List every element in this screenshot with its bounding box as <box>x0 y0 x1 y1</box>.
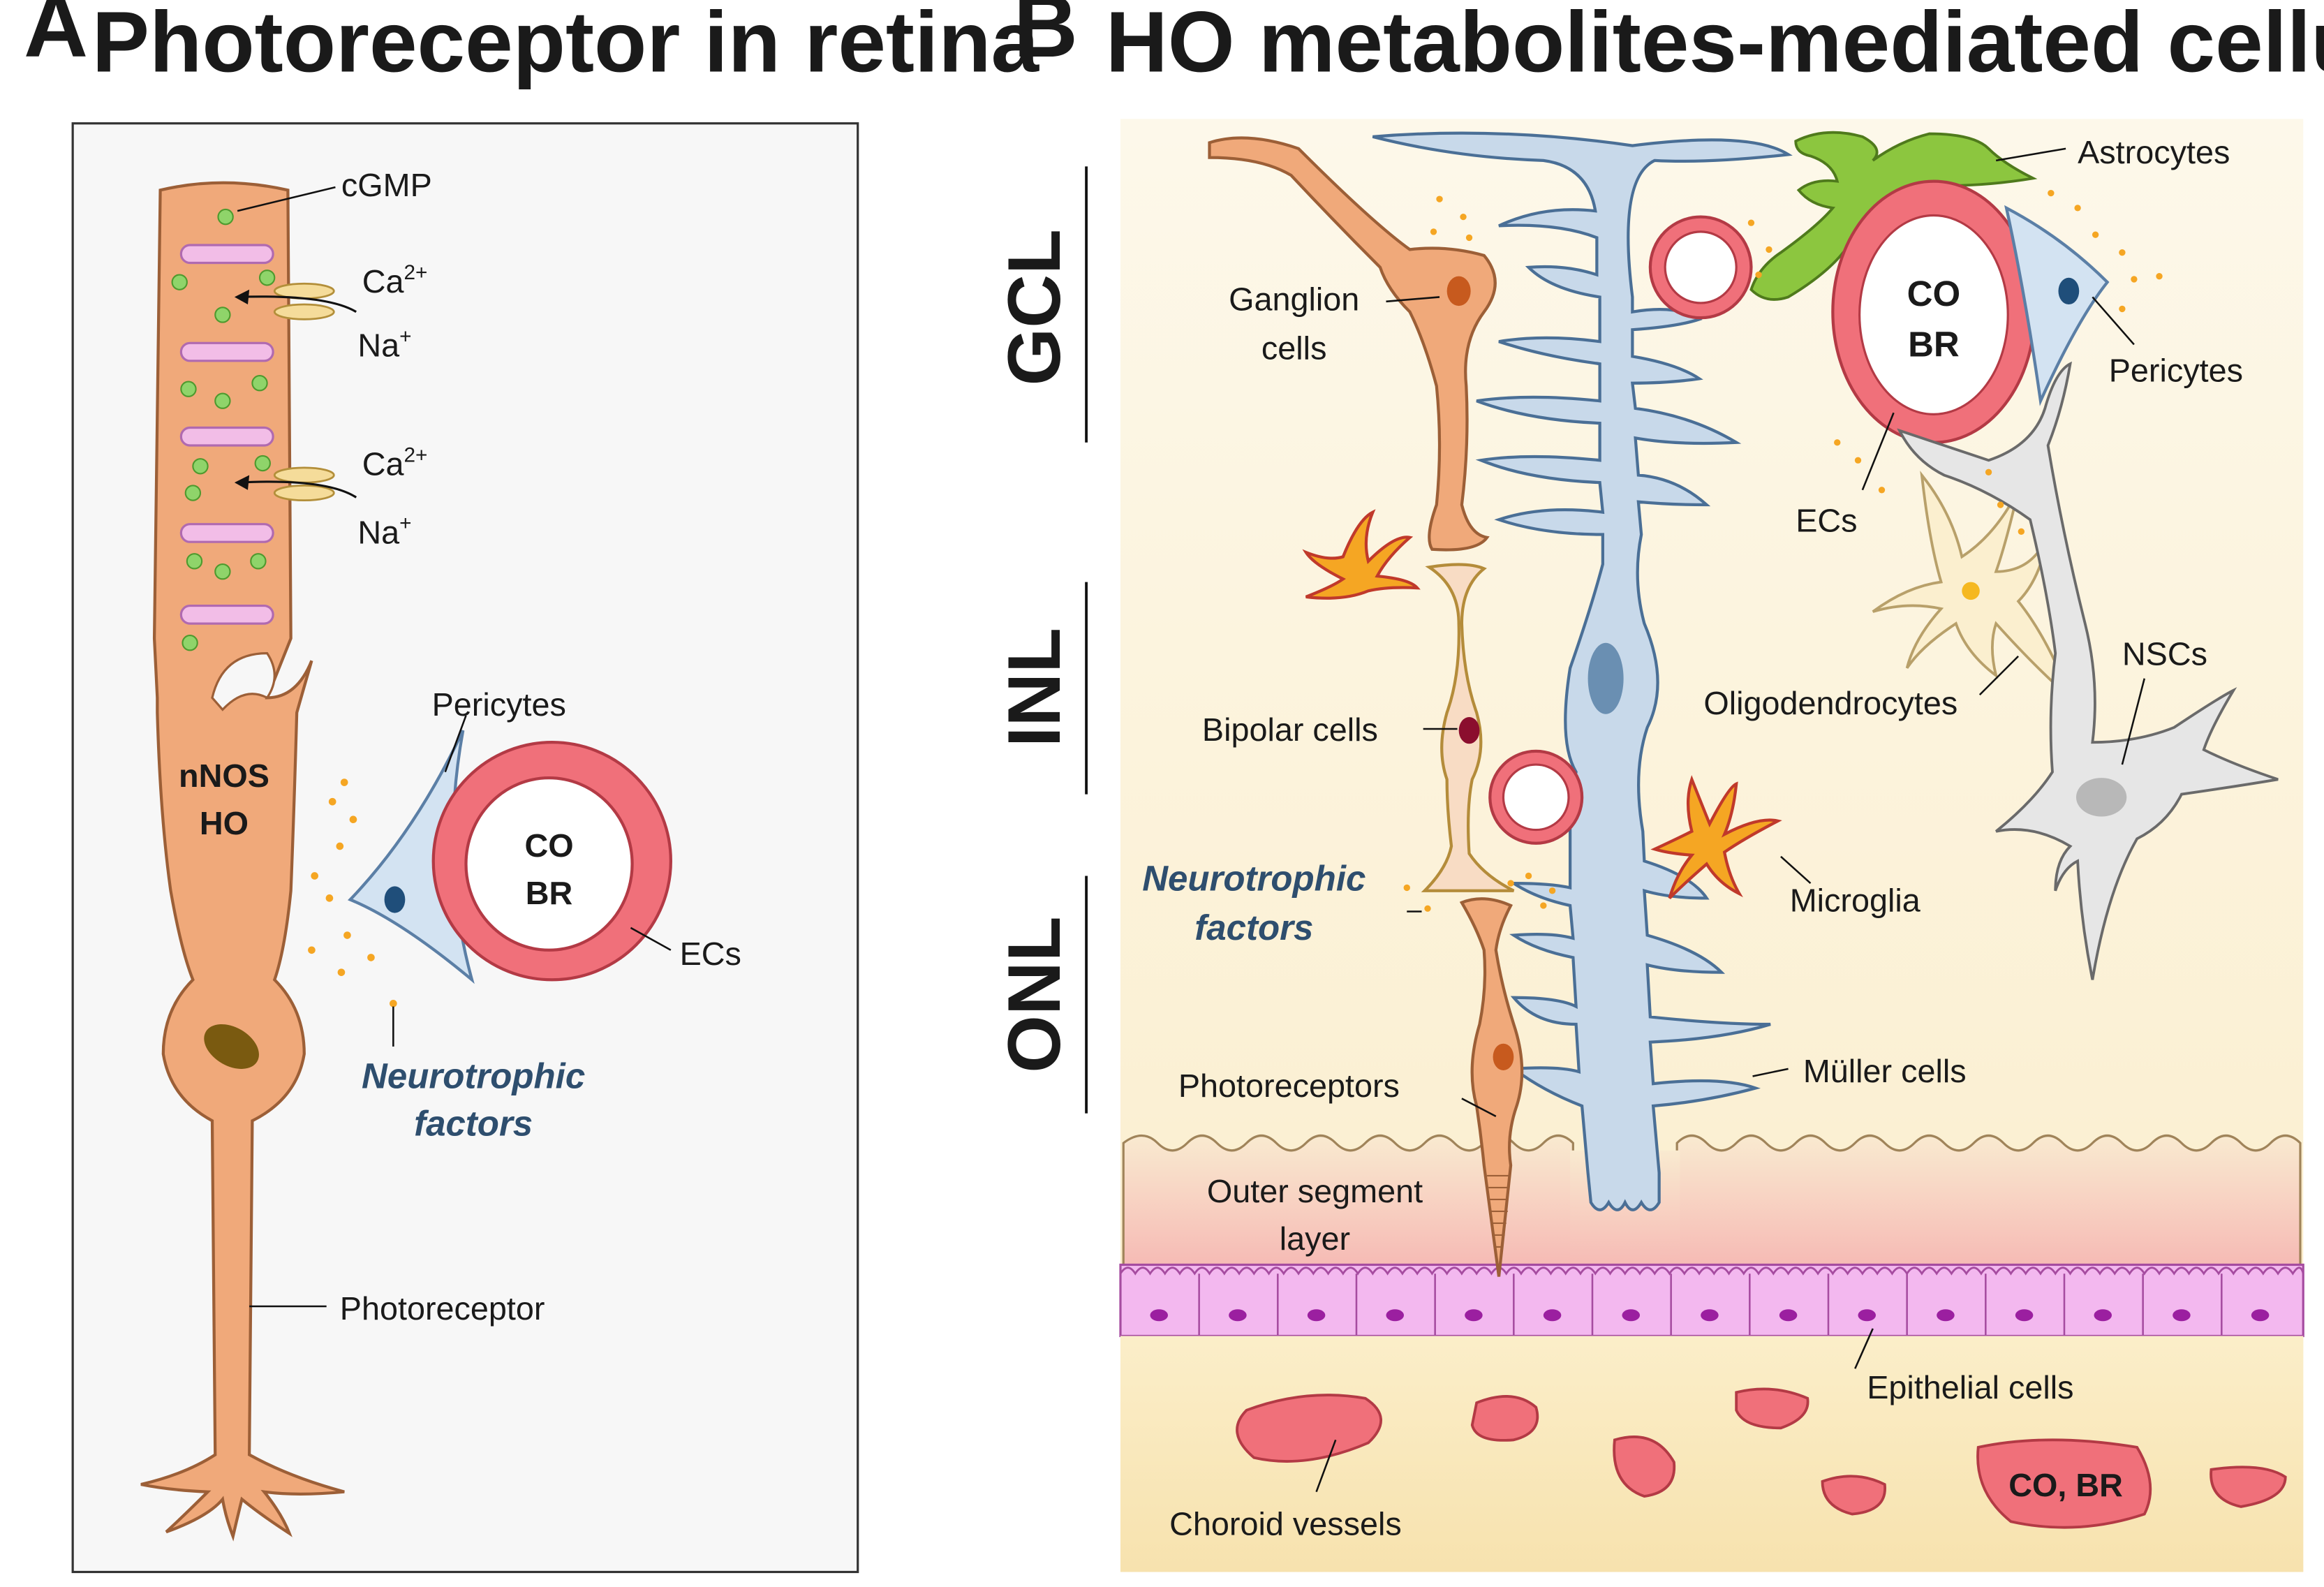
microglia-bottom <box>1650 775 1782 899</box>
choroid-vessels <box>1236 1387 2287 1529</box>
photoreceptor-a-label: Photoreceptor <box>340 1290 545 1327</box>
muller-label: Müller cells <box>1803 1053 1967 1089</box>
ion-arrow-1 <box>237 295 357 313</box>
ca-label-2: Ca2+ <box>362 443 428 482</box>
photoreceptor-cell <box>140 181 345 1542</box>
ecs-a-label: ECs <box>680 936 741 972</box>
ganglion-label-2: cells <box>1261 330 1327 367</box>
neurotrophic-dots-b <box>1403 189 2163 912</box>
vessel-a-lumen <box>464 776 634 952</box>
ganglion-cell <box>1208 136 1497 552</box>
na-label-1: Na+ <box>357 325 411 363</box>
panel-b: B HO metabolites-mediated cellular netwo… <box>993 0 2324 1572</box>
outer-segment-label-2: layer <box>1280 1220 1350 1257</box>
microglia-label: Microglia <box>1790 883 1920 919</box>
oligodendrocyte-nucleus <box>1962 582 1980 600</box>
co-b-label: CO <box>1907 274 1960 313</box>
pericyte-b <box>2004 205 2110 406</box>
bipolar-label: Bipolar cells <box>1202 711 1378 748</box>
ganglion-nucleus <box>1446 276 1471 307</box>
photoreceptor-b-nucleus <box>1493 1043 1514 1070</box>
leaders-b <box>1315 147 2146 1493</box>
ion-channel-2 <box>273 466 335 502</box>
gcl-label: GCL <box>993 229 1076 385</box>
panel-a-letter: A <box>24 0 88 76</box>
pericyte-a-nucleus <box>384 886 406 913</box>
vessel-b-large <box>1831 179 2036 444</box>
ion-arrow-1-head <box>234 289 250 305</box>
nsc-nucleus <box>2075 778 2127 817</box>
neurotrophic-dots-a <box>308 778 397 1007</box>
nsc-cell <box>1897 361 2279 980</box>
ganglion-label-1: Ganglion <box>1229 281 1359 318</box>
cgmp-label: cGMP <box>341 167 432 203</box>
co-br-choroid-label: CO, BR <box>2008 1467 2123 1503</box>
vessel-b-mid <box>1488 749 1584 845</box>
neurotrophic-a-label: Neurotrophic <box>362 1056 585 1095</box>
cgmp-dots <box>171 208 276 651</box>
ecs-b-label: ECs <box>1796 502 1857 538</box>
ion-arrow-2 <box>237 480 357 499</box>
factors-b-label: factors <box>1194 908 1313 947</box>
ion-arrow-2-head <box>234 475 250 490</box>
photoreceptor-b <box>1459 897 1524 1277</box>
panel-b-title: HO metabolites-mediated cellular network… <box>1106 0 2324 90</box>
photoreceptor-nucleus <box>204 1024 259 1069</box>
pericyte-b-nucleus <box>2058 277 2080 305</box>
astrocytes-label: Astrocytes <box>2078 134 2230 170</box>
cgmp-leader <box>237 186 336 212</box>
ca-label-1: Ca2+ <box>362 261 428 300</box>
nnos-label: nNOS <box>179 758 269 794</box>
epithelial-layer <box>1119 1263 2304 1338</box>
outer-segment-notch <box>211 652 276 711</box>
pericytes-b-label: Pericytes <box>2109 353 2243 389</box>
ecs-a-leader <box>630 927 672 951</box>
photoreceptors-b-label: Photoreceptors <box>1178 1068 1400 1104</box>
disk-stack <box>179 244 274 625</box>
br-a-label: BR <box>526 875 573 911</box>
pericytes-a-label: Pericytes <box>432 686 566 723</box>
muller-cell <box>1372 131 1793 1211</box>
photoreceptor-b-disks <box>1487 1174 1511 1248</box>
factors-a-label: factors <box>414 1103 533 1143</box>
microglia-top <box>1302 509 1421 600</box>
br-b-label: BR <box>1908 324 1960 364</box>
outer-segment-label-1: Outer segment <box>1207 1173 1423 1209</box>
panel-b-letter: B <box>1014 0 1078 76</box>
onl-label: ONL <box>993 916 1076 1072</box>
oligodendrocytes-label: Oligodendrocytes <box>1703 685 1957 721</box>
choroid-label: Choroid vessels <box>1169 1505 1402 1542</box>
nscs-label: NSCs <box>2122 636 2207 672</box>
panel-a-title: Photoreceptor in retina <box>92 0 1040 90</box>
ion-channel-1 <box>273 282 335 320</box>
muller-nucleus <box>1587 642 1624 714</box>
inl-label: INL <box>993 628 1076 747</box>
vessel-b-top-left <box>1648 215 1753 320</box>
panel-a: A Photoreceptor in retina <box>24 0 1040 1574</box>
neurotrophic-b-label: Neurotrophic <box>1142 859 1365 899</box>
pericytes-a-leader <box>444 715 467 773</box>
epithelial-label: Epithelial cells <box>1867 1369 2073 1405</box>
bipolar-nucleus <box>1458 717 1480 744</box>
co-a-label: CO <box>524 827 573 864</box>
na-label-2: Na+ <box>357 512 411 550</box>
ho-label: HO <box>200 805 249 841</box>
